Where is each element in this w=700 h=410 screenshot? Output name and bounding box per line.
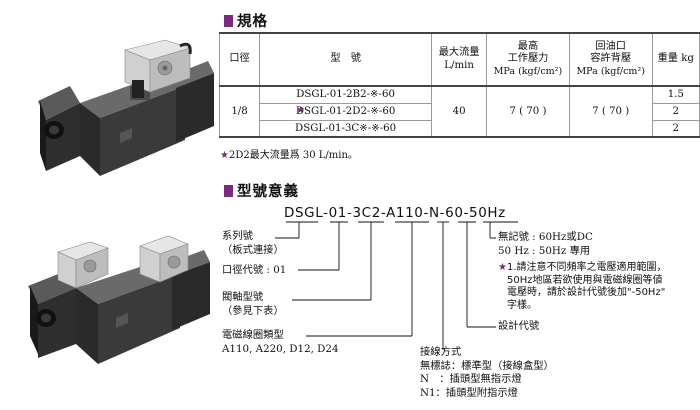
- star-icon: ★: [296, 104, 306, 116]
- cell-weight: 2: [651, 119, 700, 138]
- label-frequency-note: ★1.請注意不同頻率之電壓適用範圍， 50Hz地區若欲使用與電磁線圈等値 電壓時…: [498, 262, 667, 311]
- cell-max-pressure: 7 ( 70 ): [486, 85, 570, 138]
- pn-segment: N: [428, 205, 440, 221]
- valve-illustration-bottom: [28, 235, 210, 364]
- pn-separator: -: [423, 205, 429, 221]
- star-icon: ★: [498, 262, 507, 273]
- cell-back-pressure: 7 ( 70 ): [568, 85, 653, 138]
- pn-segment: 3C2: [352, 205, 381, 221]
- pn-segment: 50Hz: [469, 205, 506, 221]
- section-marker-icon: [224, 185, 233, 197]
- pn-separator: -: [439, 205, 446, 221]
- pn-separator: -: [380, 205, 387, 221]
- label-design: 設計代號: [498, 320, 540, 332]
- label-wiring: 接線方式 無標誌：標準型（接線盒型） N ：插頭型無指示燈 N1：插頭型附指示燈: [420, 346, 554, 399]
- table-row: 1/8 DSGL-01-2B2-※-60 40 7 ( 70 ) 7 ( 70 …: [218, 85, 700, 138]
- label-bore-code: 口徑代號 : 01: [222, 264, 287, 276]
- section-marker-icon: [224, 15, 233, 27]
- pn-segment: 01: [328, 205, 347, 221]
- valve-illustration-top: [38, 39, 214, 176]
- pn-segment: DSGL: [284, 205, 324, 221]
- pn-separator: -: [347, 205, 353, 221]
- header-bore: 口徑: [218, 32, 261, 87]
- pn-segment: 60: [445, 205, 464, 221]
- table-row: ★DSGL-01-2D2-※-60 2: [220, 102, 700, 121]
- spec-note: ★2D2最大流量爲 30 L/min。: [220, 150, 358, 161]
- spec-section-title: 規格: [224, 10, 268, 31]
- header-weight: 重量 kg: [651, 32, 700, 87]
- label-series: 系列號（板式連接）: [222, 230, 284, 256]
- cell-model: DSGL-01-3C※-※-60: [259, 119, 433, 138]
- cell-bore: 1/8: [218, 85, 261, 138]
- pn-separator: -: [463, 205, 470, 221]
- cell-max-flow: 40: [431, 85, 488, 138]
- label-spool: 閥軸型號（參見下表）: [222, 291, 284, 317]
- pn-separator: -: [323, 205, 329, 221]
- header-model: 型 號: [259, 32, 433, 87]
- pn-segment: A110: [386, 205, 424, 221]
- cell-model: ★DSGL-01-2D2-※-60: [259, 102, 433, 121]
- star-icon: ★: [220, 150, 229, 161]
- model-section-title: 型號意義: [224, 180, 299, 201]
- part-number: DSGL-01-3C2-A110-N-60-50Hz: [284, 205, 506, 221]
